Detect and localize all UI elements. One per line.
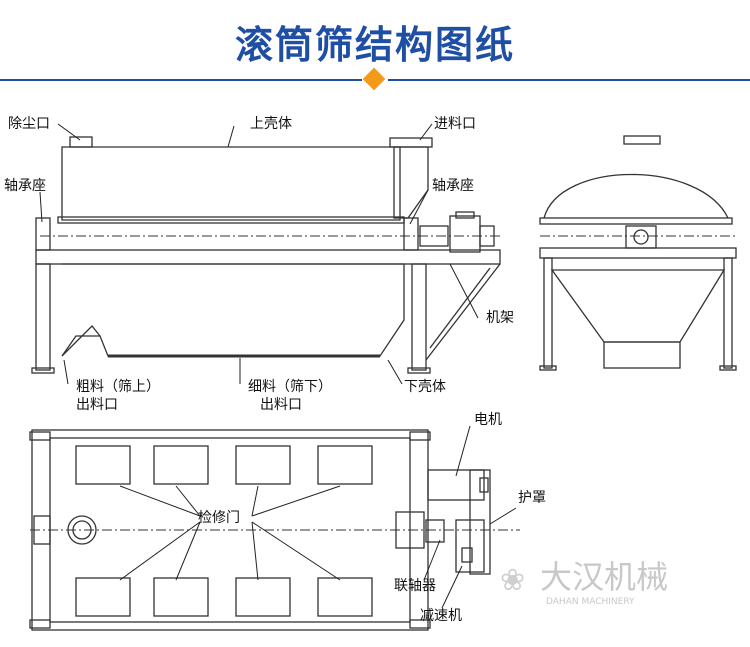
frame-brace-inner	[429, 267, 491, 349]
label-motor: 电机	[474, 412, 502, 428]
label-reducer: 减速机	[420, 608, 462, 624]
inspection-door	[317, 577, 373, 617]
lower-shell	[61, 263, 405, 357]
watermark: ❀ 大汉机械 DAHAN MACHINERY	[500, 558, 668, 607]
side-reducer-top	[455, 211, 475, 219]
label-coupling: 联轴器	[394, 578, 436, 594]
dust-outlet-flange	[69, 136, 93, 148]
end-view-hopper	[550, 269, 726, 343]
page-title: 滚筒筛结构图纸	[234, 23, 515, 67]
end-view-leg-right	[723, 257, 733, 369]
inspection-door	[153, 577, 209, 617]
end-view-band	[539, 217, 733, 225]
label-fine-line1: 细料（筛下）	[248, 379, 332, 395]
watermark-text: 大汉机械	[540, 558, 668, 596]
label-coarse-line2: 出料口	[76, 397, 118, 413]
left-bearing	[35, 217, 51, 251]
end-view-flange	[623, 135, 661, 145]
leader-lines	[39, 123, 517, 609]
inspection-door	[75, 577, 131, 617]
inspection-door	[235, 445, 291, 485]
end-view	[539, 135, 737, 371]
label-fine-line2: 出料口	[260, 397, 302, 413]
plan-coupling	[425, 519, 445, 543]
end-view-leg-left	[543, 257, 553, 369]
inspection-door	[75, 445, 131, 485]
label-upper-shell: 上壳体	[250, 115, 292, 132]
main-beam	[35, 249, 501, 265]
right-leg	[411, 263, 427, 371]
feed-inlet-flange	[389, 137, 433, 148]
plan-guard	[469, 469, 491, 575]
label-inspection-door: 检修门	[198, 510, 240, 526]
plan-right-bearing	[395, 511, 425, 549]
side-motor-stub	[479, 225, 495, 247]
feed-inlet-hopper	[393, 146, 429, 219]
upper-shell-outline	[61, 146, 401, 221]
label-frame: 机架	[486, 310, 514, 326]
end-view-outlet	[603, 341, 681, 369]
end-view-bearing	[625, 225, 657, 249]
label-guard: 护罩	[518, 490, 546, 506]
end-view-dome	[543, 174, 729, 219]
plan-view	[29, 429, 520, 631]
plan-motor	[427, 469, 485, 501]
label-lower-shell: 下壳体	[404, 378, 446, 395]
plan-left-bearing	[33, 515, 51, 545]
label-dust-outlet: 除尘口	[8, 116, 50, 132]
watermark-logo-icon: ❀	[500, 563, 525, 598]
plan-dust-port	[67, 515, 97, 545]
frame-brace	[425, 263, 501, 361]
inspection-door	[153, 445, 209, 485]
coarse-outlet	[61, 325, 101, 357]
label-feed-inlet: 进料口	[434, 116, 476, 132]
watermark-subtext: DAHAN MACHINERY	[546, 597, 635, 607]
title-divider-right	[388, 79, 750, 81]
end-view-beam	[539, 247, 737, 259]
side-coupling	[419, 225, 449, 247]
label-coarse-line1: 粗料（筛上）	[76, 379, 160, 395]
side-view	[31, 136, 501, 374]
side-reducer	[449, 215, 481, 253]
left-leg	[35, 263, 51, 371]
title-divider-left	[0, 79, 362, 81]
inspection-door	[235, 577, 291, 617]
label-bearing-left: 轴承座	[4, 178, 46, 194]
label-bearing-right: 轴承座	[432, 178, 474, 194]
inspection-door	[317, 445, 373, 485]
